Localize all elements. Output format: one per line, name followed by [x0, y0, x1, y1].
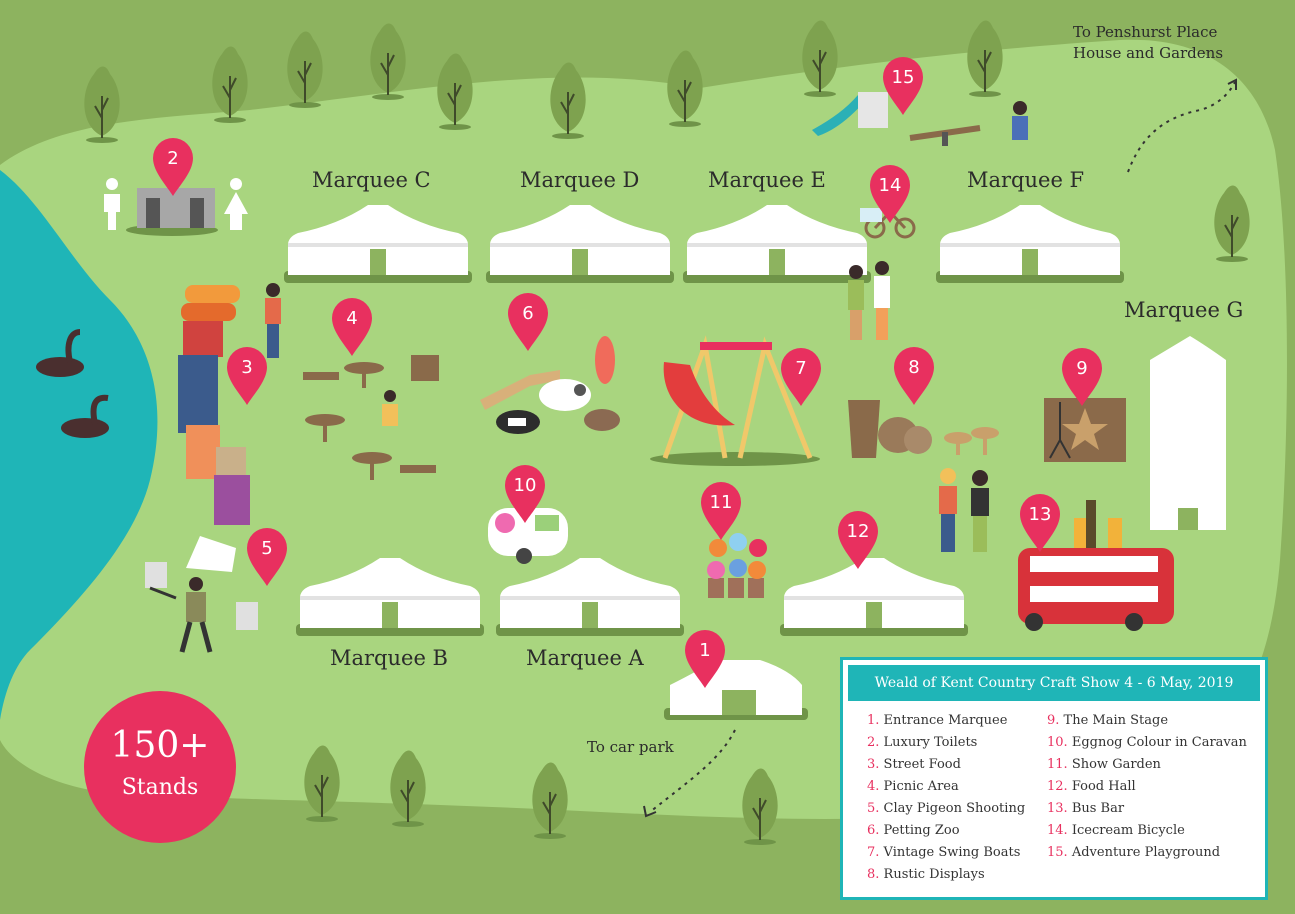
legend-item: 14. Icecream Bicycle	[1047, 823, 1185, 838]
legend-item: 3. Street Food	[867, 757, 961, 772]
pin-11[interactable]: 11	[701, 482, 741, 540]
swan-icon	[36, 329, 109, 438]
legend-item: 11. Show Garden	[1047, 757, 1161, 772]
arrowhead-icon	[1227, 78, 1237, 90]
svg-text:11: 11	[710, 492, 733, 513]
marquee-g-tent	[1150, 336, 1226, 530]
visitors	[265, 261, 989, 552]
penshurst-direction: To Penshurst Place House and Gardens	[1073, 22, 1223, 64]
pin-15[interactable]: 15	[883, 57, 923, 115]
penshurst-line-1: To Penshurst Place	[1073, 23, 1218, 41]
lake	[0, 170, 158, 720]
legend-item: 2. Luxury Toilets	[867, 735, 978, 750]
svg-text:8: 8	[908, 357, 919, 378]
street-food-icon	[178, 285, 250, 525]
location-pins: 1 2 3 4 5 6 7 8 9 10 11 12 13 14 15	[153, 57, 1102, 688]
arrowhead-icon	[643, 805, 657, 818]
legend-panel: Weald of Kent Country Craft Show 4 - 6 M…	[840, 657, 1268, 900]
marquee-d-label: Marquee D	[520, 168, 640, 192]
car-park-direction: To car park	[587, 738, 674, 756]
stands-label: Stands	[121, 775, 199, 800]
svg-text:14: 14	[879, 175, 902, 196]
svg-text:10: 10	[514, 475, 537, 496]
svg-text:4: 4	[346, 308, 357, 329]
svg-text:3: 3	[241, 357, 252, 378]
legend-title: Weald of Kent Country Craft Show 4 - 6 M…	[848, 665, 1260, 701]
pin-1[interactable]: 1	[685, 630, 725, 688]
pin-2[interactable]: 2	[153, 138, 193, 196]
car-park-arrow	[649, 729, 736, 813]
petting-zoo-icon	[480, 336, 620, 434]
svg-text:12: 12	[847, 521, 870, 542]
svg-text:5: 5	[261, 538, 272, 559]
legend-item: 9. The Main Stage	[1047, 713, 1169, 728]
svg-text:6: 6	[522, 303, 533, 324]
caravan-icon	[488, 508, 568, 564]
svg-text:9: 9	[1076, 358, 1087, 379]
pin-9[interactable]: 9	[1062, 348, 1102, 406]
stands-badge: 150+ Stands	[84, 691, 236, 843]
marquee-f-label: Marquee F	[967, 168, 1085, 192]
pin-4[interactable]: 4	[332, 298, 372, 356]
legend-item: 15. Adventure Playground	[1047, 845, 1221, 860]
legend-item: 13. Bus Bar	[1047, 801, 1125, 816]
penshurst-line-2: House and Gardens	[1073, 44, 1224, 62]
show-garden-icon	[707, 533, 767, 598]
marquee-b-label: Marquee B	[330, 646, 448, 670]
svg-text:15: 15	[892, 67, 915, 88]
pin-6[interactable]: 6	[508, 293, 548, 351]
svg-text:13: 13	[1029, 504, 1052, 525]
marquee-e-label: Marquee E	[708, 168, 826, 192]
pin-7[interactable]: 7	[781, 348, 821, 406]
legend-item: 5. Clay Pigeon Shooting	[867, 801, 1026, 816]
legend-column-1: 1. Entrance Marquee 2. Luxury Toilets 3.…	[867, 710, 1025, 886]
main-stage-icon	[1044, 398, 1126, 462]
toilets-icon	[104, 178, 248, 236]
svg-text:1: 1	[699, 640, 710, 661]
legend-item: 12. Food Hall	[1047, 779, 1136, 794]
playground-icon	[812, 92, 1028, 146]
pin-5[interactable]: 5	[247, 528, 287, 586]
stands-count: 150+	[110, 725, 210, 766]
pin-8[interactable]: 8	[894, 347, 934, 405]
pin-12[interactable]: 12	[838, 511, 878, 569]
marquee-c-label: Marquee C	[312, 168, 431, 192]
marquee-g-label: Marquee G	[1124, 298, 1244, 322]
svg-text:7: 7	[795, 358, 806, 379]
legend-item: 4. Picnic Area	[867, 779, 959, 794]
legend-item: 1. Entrance Marquee	[867, 713, 1008, 728]
pin-13[interactable]: 13	[1020, 494, 1060, 552]
legend-item: 7. Vintage Swing Boats	[867, 845, 1021, 860]
bus-bar-icon	[1018, 500, 1174, 631]
legend-item: 8. Rustic Displays	[867, 867, 985, 882]
pin-3[interactable]: 3	[227, 347, 267, 405]
marquee-a-label: Marquee A	[526, 646, 644, 670]
rustic-displays-icon	[848, 400, 999, 458]
legend-item: 6. Petting Zoo	[867, 823, 960, 838]
legend-column-2: 9. The Main Stage 10. Eggnog Colour in C…	[1047, 710, 1247, 864]
legend-item: 10. Eggnog Colour in Caravan	[1047, 735, 1247, 750]
picnic-tables-icon	[303, 355, 439, 480]
swing-boats-icon	[650, 335, 820, 466]
penshurst-arrow	[1127, 81, 1236, 173]
clay-pigeon-icon	[145, 536, 258, 653]
pin-10[interactable]: 10	[505, 465, 545, 523]
pin-14[interactable]: 14	[870, 165, 910, 223]
svg-text:2: 2	[167, 148, 178, 169]
